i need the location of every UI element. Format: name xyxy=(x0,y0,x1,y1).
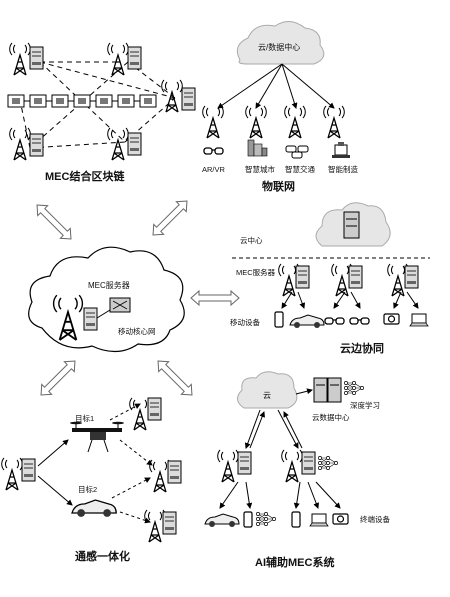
ai-datacenter xyxy=(313,377,342,403)
iot-app-smart-city: 智慧城市 xyxy=(245,164,275,174)
iot-app-smart-manufacturing: 智能制造 xyxy=(328,164,358,174)
ai-edge-node-1 xyxy=(217,449,252,483)
ai-datacenter-label: 云数据中心 xyxy=(312,412,350,422)
core-network-icon xyxy=(109,297,131,313)
link-arrows xyxy=(36,200,240,396)
ai-mec-title: AI辅助MEC系统 xyxy=(255,555,334,569)
terminal-device-label: 终端设备 xyxy=(360,514,390,524)
iot-cloud-label: 云/数据中心 xyxy=(258,42,300,52)
mec-server-label: MEC服务器 xyxy=(88,280,130,290)
blockchain-node-top-middle xyxy=(107,42,142,76)
mec-center-server xyxy=(83,307,98,331)
edge-node-3 xyxy=(387,263,419,297)
ai-edge-net xyxy=(318,456,338,470)
drone-icon xyxy=(70,421,124,453)
cloud-edge-datacenter xyxy=(343,211,360,239)
cloud-edge-camera xyxy=(383,313,400,325)
cloud-edge-glasses xyxy=(349,317,370,325)
iot-title: 物联网 xyxy=(262,179,295,193)
cloud-edge-panel: 云中心 MEC服务器 移动设备 云边协同 xyxy=(230,202,430,355)
sensing-node-3 xyxy=(144,509,177,543)
blockchain-panel: MEC结合区块链 xyxy=(7,42,196,183)
blockchain-node-right xyxy=(161,79,196,113)
core-network-label: 移动核心网 xyxy=(118,326,156,336)
ai-deep-learning-net xyxy=(344,381,364,395)
iot-panel: 云/数据中心 AR/VR 智慧城市 智慧交通 智能制造 xyxy=(202,21,358,193)
ai-phone xyxy=(243,511,253,528)
block-chain xyxy=(7,94,157,108)
mec-center-panel: MEC服务器 移动核心网 xyxy=(28,246,185,353)
target2-label: 目标2 xyxy=(78,484,97,494)
sensing-panel: 目标1 目标2 通感一体化 xyxy=(1,397,182,563)
cloud-center-label: 云中心 xyxy=(240,235,263,245)
blockchain-node-bottom-left xyxy=(9,127,44,161)
ai-edge-node-2 xyxy=(281,449,316,483)
iot-app-arvr: AR/VR xyxy=(202,165,226,174)
ai-cloud-label: 云 xyxy=(263,391,271,400)
cloud-edge-laptop xyxy=(409,313,429,327)
ai-laptop xyxy=(309,513,329,527)
ai-car xyxy=(204,513,240,528)
iot-cloud xyxy=(236,21,325,65)
ai-terminal-net xyxy=(256,512,276,526)
deep-learning-label: 深度学习 xyxy=(350,400,380,410)
ai-cloud xyxy=(237,371,298,409)
cloud-edge-title: 云边协同 xyxy=(340,341,384,355)
mec-cloud xyxy=(28,246,185,353)
city-icon xyxy=(247,139,268,157)
sensing-node-2 xyxy=(149,459,182,493)
sensing-node-1 xyxy=(129,397,162,431)
ai-camera xyxy=(332,513,349,525)
iot-app-smart-traffic: 智慧交通 xyxy=(285,164,315,174)
ai-phone-2 xyxy=(291,511,301,528)
mobile-device-label: 移动设备 xyxy=(230,317,260,327)
blockchain-title: MEC结合区块链 xyxy=(45,169,125,183)
target1-label: 目标1 xyxy=(75,413,94,423)
sensing-base-station xyxy=(1,457,36,491)
sensing-title: 通感一体化 xyxy=(75,549,130,563)
blockchain-node-bottom-middle xyxy=(107,127,142,161)
cloud-edge-phone xyxy=(274,311,284,328)
edge-node-1 xyxy=(278,263,310,297)
blockchain-node-top-left xyxy=(9,42,44,76)
edge-node-2 xyxy=(331,263,363,297)
traffic-icon xyxy=(285,145,309,159)
cloud-edge-car xyxy=(289,314,325,329)
target-car xyxy=(71,499,117,518)
ai-mec-panel: 云 深度学习 云数据中心 xyxy=(204,371,390,569)
cloud-edge-vr xyxy=(324,317,345,325)
manufacturing-icon xyxy=(332,142,350,158)
cloud-edge-server-label: MEC服务器 xyxy=(236,267,276,277)
glasses-icon xyxy=(203,147,224,155)
